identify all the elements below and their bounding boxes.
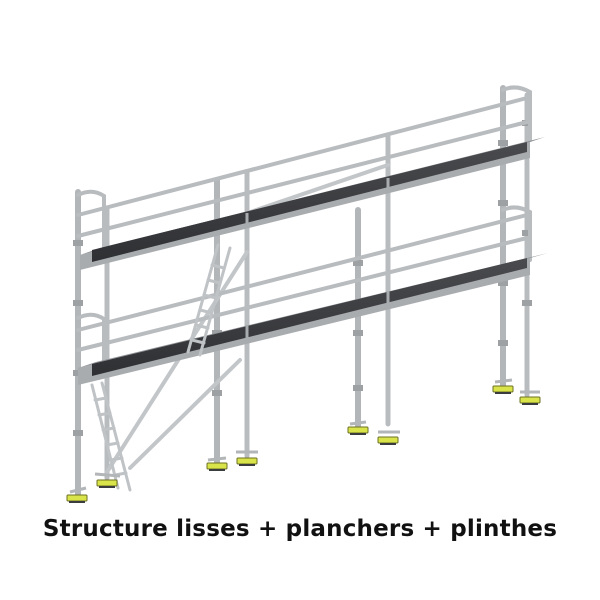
lower-deck: [78, 253, 548, 385]
scaffold-illustration: [66, 85, 548, 503]
upper-deck: [80, 137, 545, 270]
caption-text: Structure lisses + planchers + plinthes: [42, 516, 558, 542]
ladder-upper: [186, 243, 232, 357]
base-plates: [66, 378, 541, 503]
ladder-lower: [90, 381, 132, 492]
upper-guardrails: [76, 85, 532, 362]
